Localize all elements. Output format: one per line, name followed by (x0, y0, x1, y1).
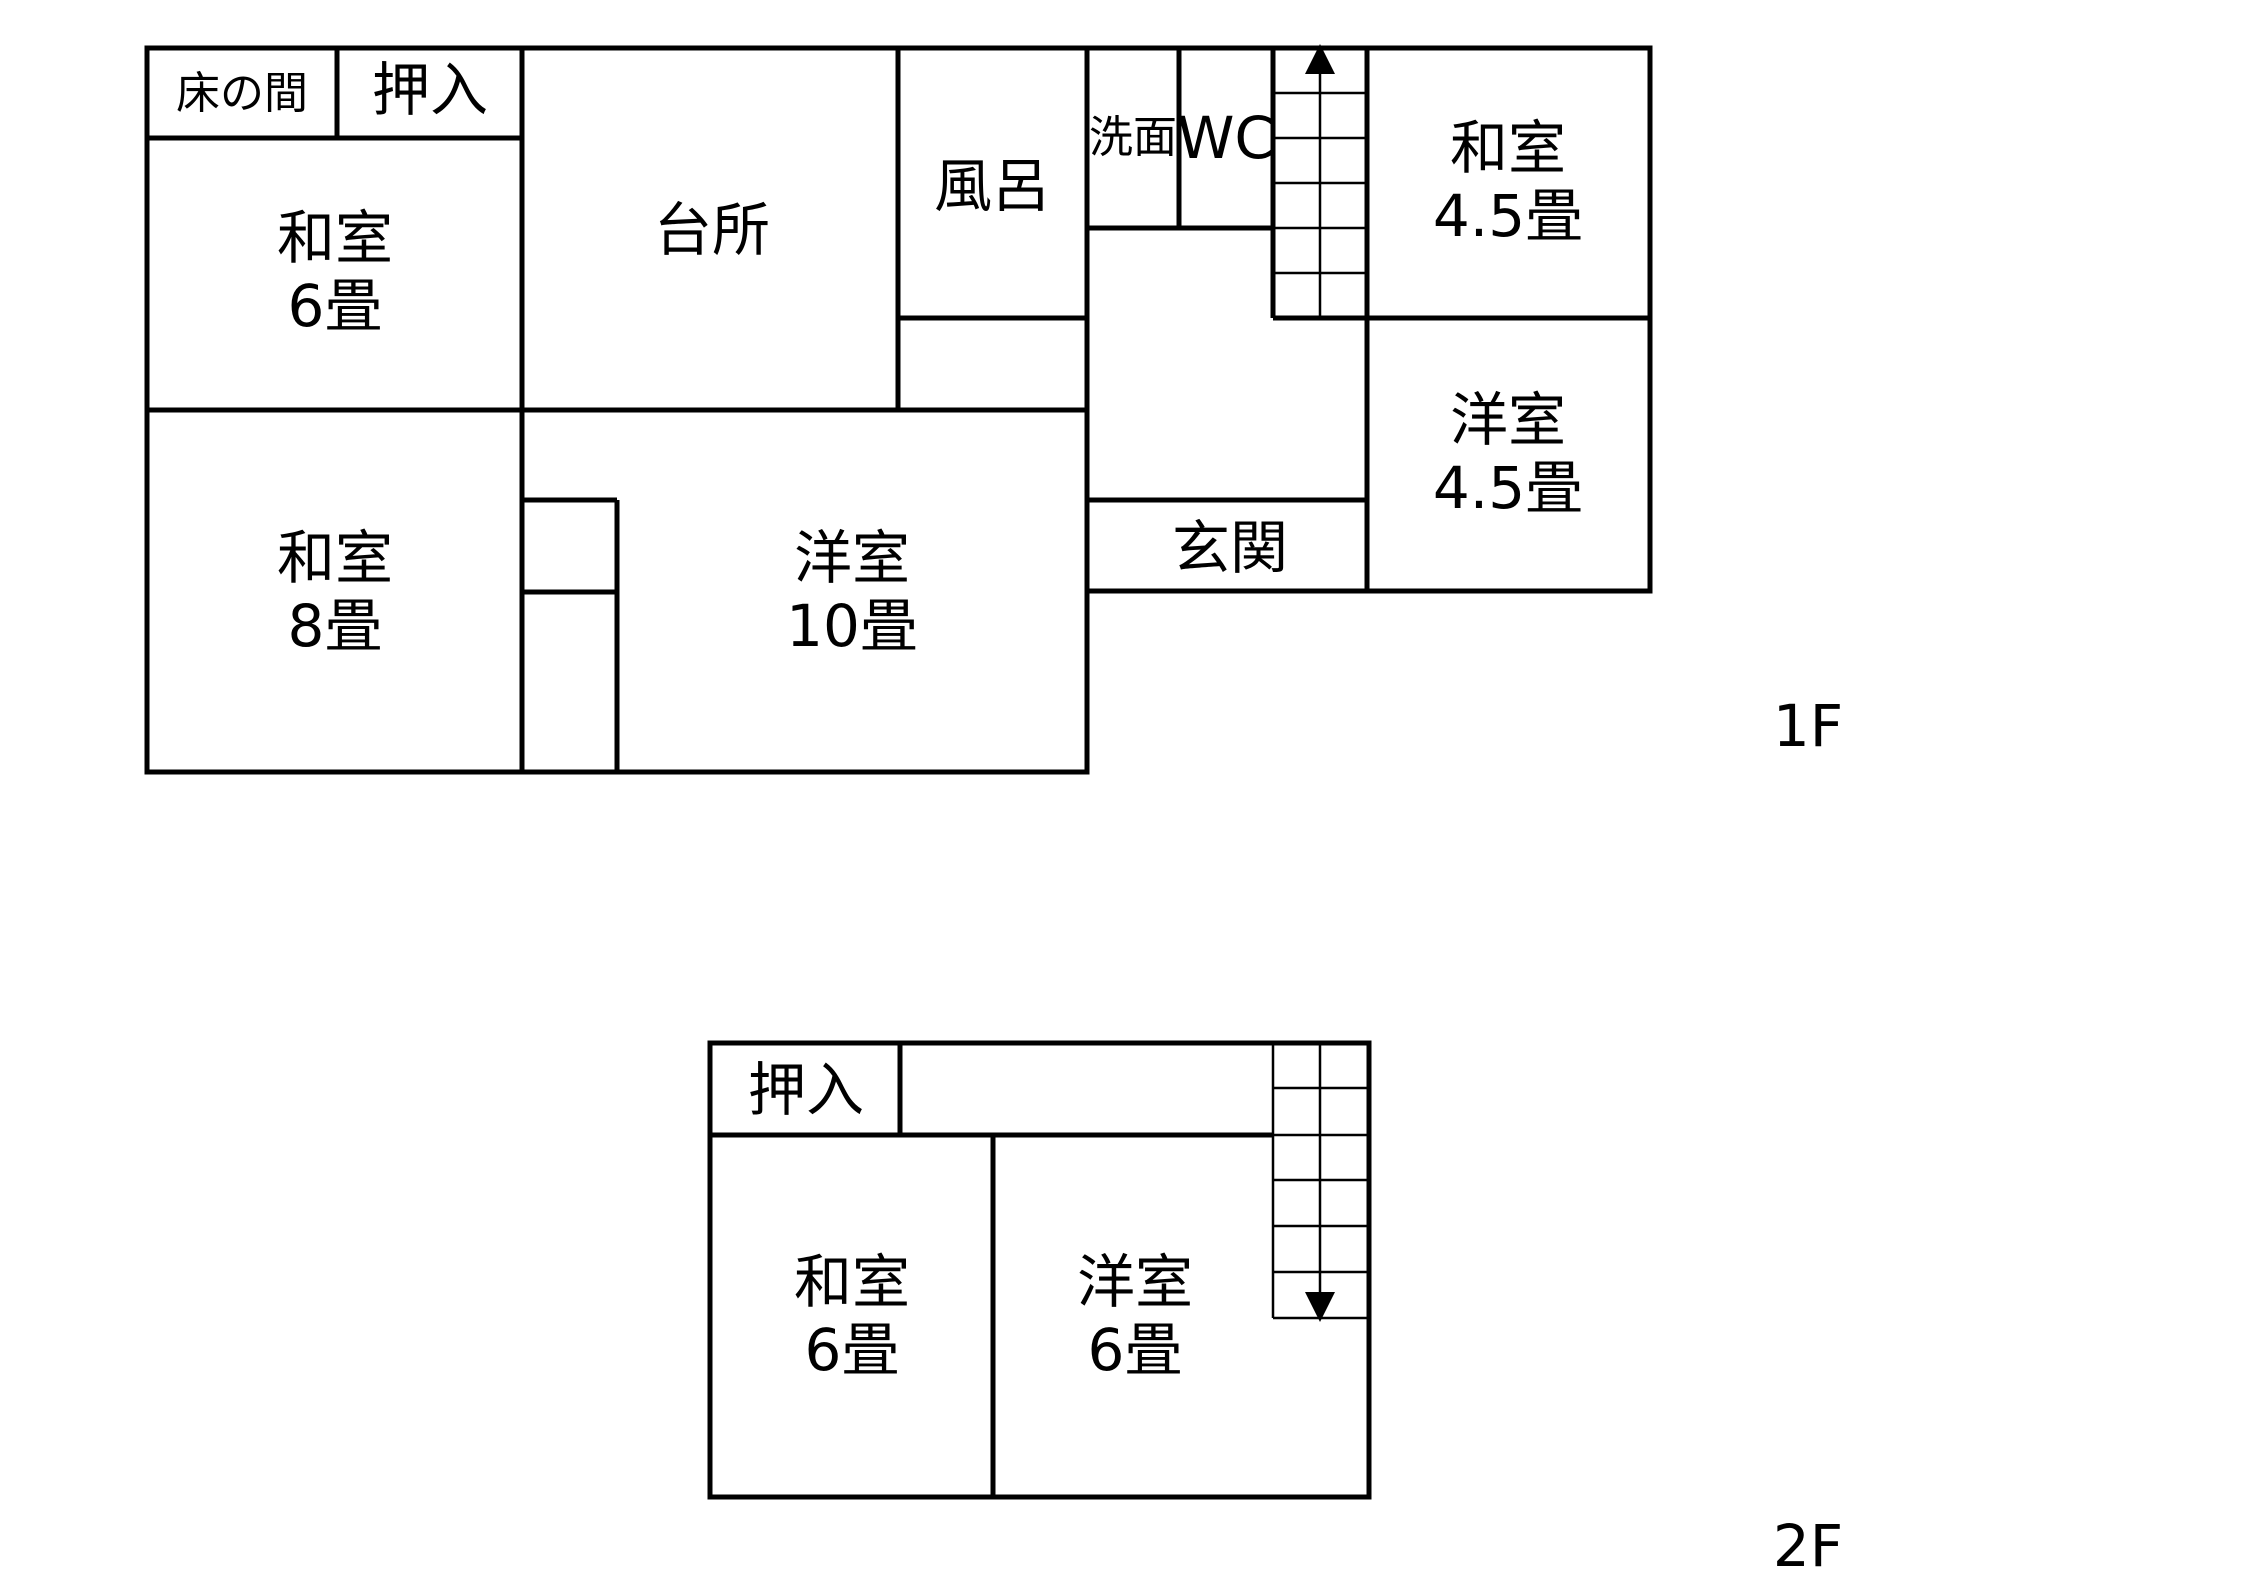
room2-yoshitsu6-size: 6畳 (1088, 1316, 1183, 1384)
floor1-stairs (1271, 44, 1369, 318)
room2-yoshitsu6-name: 洋室 (1077, 1248, 1193, 1316)
room-tokonoma-label: 床の間 (176, 68, 308, 119)
room-yoshitsu10-name: 洋室 (794, 524, 910, 592)
floor1-labels: 床の間 押入 和室 6畳 台所 風呂 洗面 WC 和室 4.5畳 洋室 4.5畳… (176, 56, 1843, 760)
room2-oshiire-label: 押入 (748, 1056, 864, 1124)
room-yoshitsu10-size: 10畳 (786, 592, 918, 660)
floor2-label: 2F (1773, 1512, 1843, 1580)
room-kitchen-label: 台所 (654, 196, 770, 264)
floor2-labels: 押入 和室 6畳 洋室 6畳 2F (748, 1056, 1843, 1580)
room-oshiire-label: 押入 (372, 56, 488, 124)
floor2-stairs (1271, 1043, 1369, 1322)
room-bath-label: 風呂 (934, 152, 1050, 220)
floor2-walls (707, 1040, 1372, 1500)
room-genkan-label: 玄関 (1172, 514, 1288, 582)
room-washitsu6-size: 6畳 (288, 272, 383, 340)
floor1-walls (144, 45, 1653, 775)
room-yoshitsu45-name: 洋室 (1450, 386, 1566, 454)
stair-up-arrow-icon (1305, 44, 1335, 74)
room-washitsu45-name: 和室 (1450, 114, 1566, 182)
room2-washitsu6-name: 和室 (794, 1248, 910, 1316)
room-washroom-label: 洗面 (1089, 112, 1177, 163)
room2-washitsu6-size: 6畳 (805, 1316, 900, 1384)
room-washitsu45-size: 4.5畳 (1433, 182, 1583, 250)
room-washitsu8-name: 和室 (277, 524, 393, 592)
room-yoshitsu45-size: 4.5畳 (1433, 454, 1583, 522)
floor1-label: 1F (1773, 692, 1843, 760)
stair-down-arrow-icon (1305, 1292, 1335, 1322)
room-wc-label: WC (1177, 104, 1275, 172)
room-washitsu8-size: 8畳 (288, 592, 383, 660)
room-washitsu6-name: 和室 (277, 204, 393, 272)
